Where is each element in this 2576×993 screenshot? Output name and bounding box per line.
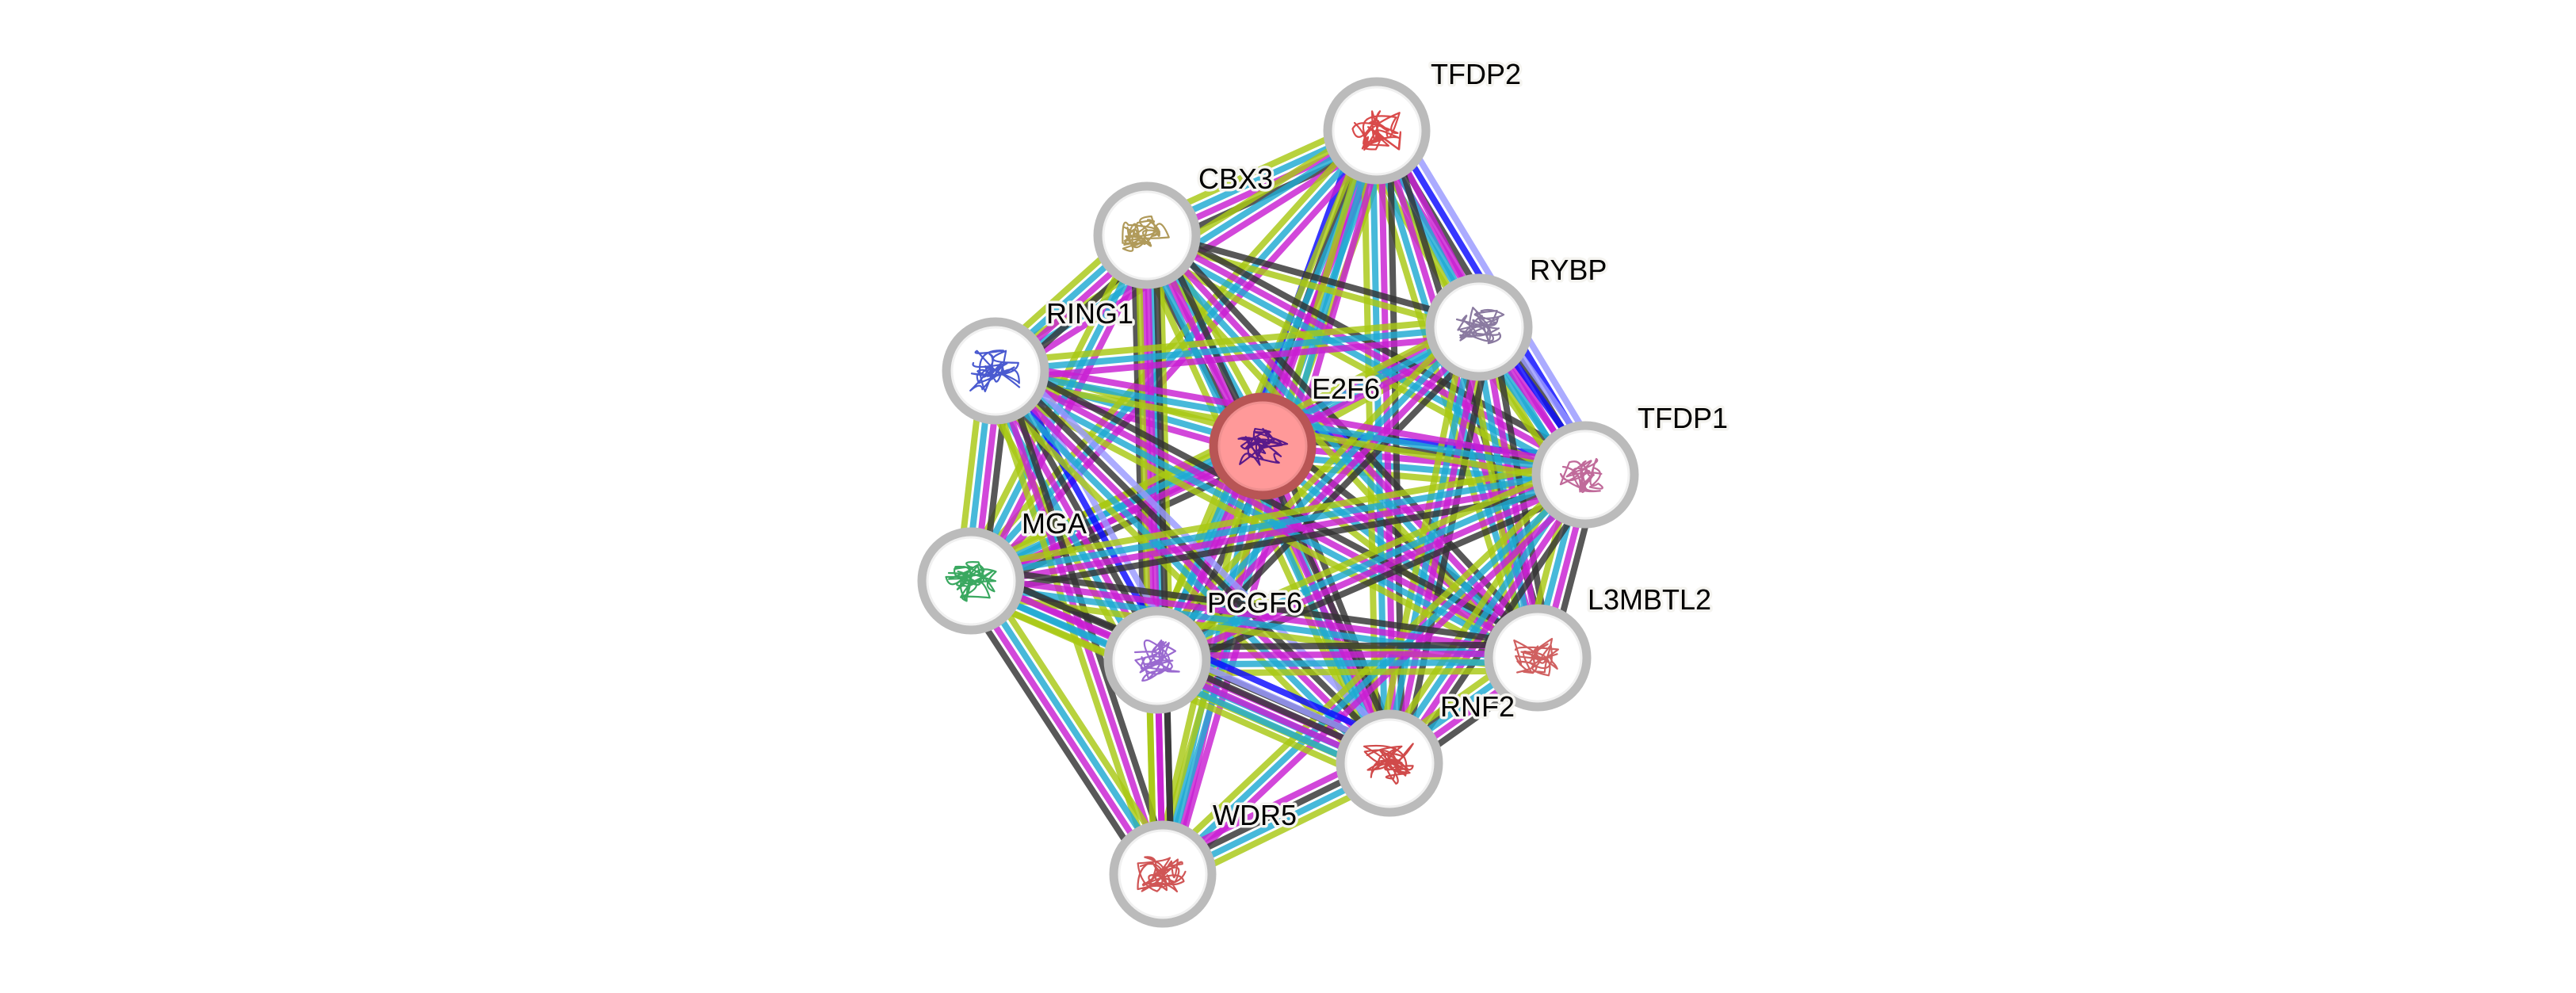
edges-layer: [954, 116, 1607, 889]
edge-evidence-textmining: [1145, 236, 1479, 335]
node-inner-shadow: [926, 536, 1016, 626]
node-inner-shadow: [1102, 190, 1192, 281]
protein-structure-icon: [1363, 743, 1414, 785]
node-label-rybp: RYBP: [1530, 254, 1607, 286]
edge-evidence-curated-database: [995, 324, 1480, 374]
node-e2f6[interactable]: [1209, 392, 1317, 500]
edge-evidence-experimental: [993, 369, 1392, 766]
edge-evidence-textmining: [980, 380, 1380, 778]
node-inner-shadow: [1217, 401, 1308, 491]
nodes-layer: [917, 77, 1639, 928]
protein-structure-icon: [1137, 856, 1187, 892]
edge-evidence-coexpression: [972, 564, 1540, 648]
protein-structure-icon: [1559, 457, 1603, 494]
node-cbx3[interactable]: [1093, 181, 1201, 289]
edge-rybp-ring1[interactable]: [994, 315, 1481, 383]
node-label-wdr5: WDR5: [1213, 799, 1297, 831]
edge-evidence-coexpression: [1147, 227, 1481, 327]
edge-evidence-textmining: [994, 315, 1479, 366]
protein-structure-icon: [1237, 428, 1289, 466]
protein-structure-icon: [1122, 215, 1170, 252]
protein-structure-icon: [1513, 637, 1559, 677]
edge-mga-wdr5[interactable]: [957, 571, 1177, 884]
edge-evidence-experimental: [971, 573, 1539, 657]
node-rnf2[interactable]: [1336, 709, 1443, 817]
node-label-tfdp1: TFDP1: [1638, 402, 1728, 434]
edge-evidence-curated-database: [969, 582, 1538, 666]
node-inner-shadow: [1118, 829, 1208, 919]
edge-evidence-curated-database: [969, 467, 1585, 580]
node-pcgf6[interactable]: [1103, 606, 1211, 714]
node-label-mga: MGA: [1022, 507, 1087, 540]
protein-structure-icon: [945, 561, 997, 602]
edge-evidence-coexpression: [999, 362, 1398, 760]
node-inner-shadow: [1540, 430, 1630, 520]
node-rybp[interactable]: [1425, 273, 1533, 381]
node-inner-shadow: [1344, 718, 1435, 808]
edge-evidence-coexpression: [957, 586, 1155, 884]
protein-structure-icon: [1133, 639, 1180, 682]
edge-cbx3-rybp[interactable]: [1145, 227, 1481, 335]
node-label-e2f6: E2F6: [1312, 372, 1380, 405]
node-inner-shadow: [950, 326, 1041, 416]
edge-evidence-experimental: [1166, 479, 1594, 883]
node-mga[interactable]: [917, 527, 1025, 635]
edge-evidence-curated-database: [1154, 468, 1585, 659]
edge-evidence-textmining: [968, 458, 1584, 571]
node-inner-shadow: [1434, 282, 1524, 372]
node-tfdp1[interactable]: [1531, 421, 1639, 529]
edge-evidence-coexpression: [1160, 483, 1592, 675]
edge-evidence-coexpression: [1156, 641, 1538, 651]
node-label-tfdp2: TFDP2: [1431, 58, 1521, 90]
protein-structure-icon: [1351, 110, 1402, 151]
node-label-rnf2: RNF2: [1440, 690, 1515, 723]
edge-evidence-experimental: [1157, 475, 1588, 667]
node-inner-shadow: [1332, 86, 1422, 176]
node-ring1[interactable]: [942, 317, 1049, 425]
edge-evidence-experimental: [965, 581, 1162, 879]
node-l3mbtl2[interactable]: [1484, 604, 1592, 712]
edge-evidence-experimental: [1156, 650, 1538, 659]
node-label-cbx3: CBX3: [1198, 162, 1273, 195]
edge-evidence-textmining: [1154, 466, 1582, 870]
protein-structure-icon: [1455, 307, 1505, 345]
edge-evidence-textmining: [979, 571, 1177, 869]
edge-evidence-textmining: [1145, 315, 1473, 654]
node-inner-shadow: [1112, 615, 1202, 705]
edge-evidence-experimental: [996, 332, 1481, 383]
node-tfdp2[interactable]: [1323, 77, 1431, 185]
node-label-pcgf6: PCGF6: [1207, 586, 1302, 619]
node-label-ring1: RING1: [1046, 297, 1133, 330]
protein-structure-icon: [969, 349, 1021, 392]
node-label-l3mbtl2: L3MBTL2: [1588, 583, 1711, 616]
edge-evidence-experimental: [971, 475, 1587, 589]
node-inner-shadow: [1492, 613, 1583, 703]
edge-evidence-experimental: [1147, 228, 1589, 474]
edge-evidence-curated-database: [972, 576, 1169, 874]
edge-evidence-curated-database: [987, 374, 1386, 772]
node-wdr5[interactable]: [1109, 820, 1217, 928]
